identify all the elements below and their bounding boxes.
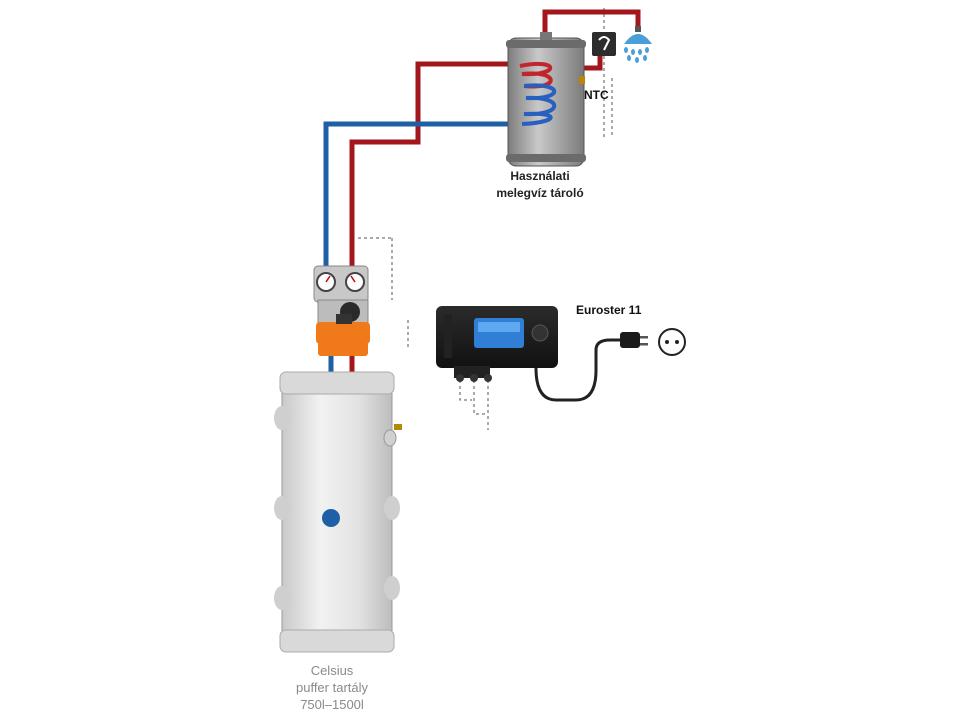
controller-label: Euroster 11 bbox=[576, 303, 642, 317]
buffer-tank bbox=[274, 371, 402, 653]
pump-group bbox=[313, 265, 370, 356]
shower-icon bbox=[624, 26, 652, 63]
buffer-tank-label-line2: puffer tartály bbox=[295, 680, 369, 695]
hot-water-tank bbox=[506, 32, 586, 167]
ntc-sensor-icon bbox=[579, 76, 585, 84]
buffer-tank-label: Celsius puffer tartály 750l–1500l bbox=[262, 662, 402, 713]
buffer-tank-label-line1: Celsius bbox=[310, 663, 354, 678]
mixing-valve bbox=[592, 32, 616, 56]
hot-water-tank-label: Használati melegvíz tároló bbox=[478, 168, 602, 202]
euroster-controller bbox=[436, 306, 558, 382]
power-cable bbox=[534, 338, 624, 402]
hot-pipes bbox=[349, 9, 641, 374]
buffer-tank-label-line3: 750l–1500l bbox=[300, 697, 364, 712]
power-plug-icon bbox=[620, 332, 648, 348]
wall-socket-icon bbox=[658, 328, 686, 356]
hot-water-tank-label-line1: Használati bbox=[510, 169, 570, 183]
ntc-label: NTC bbox=[584, 88, 609, 102]
tank-sensor-icon bbox=[394, 424, 402, 430]
thermometer-gauge-icon bbox=[316, 272, 365, 292]
hot-water-tank-label-line2: melegvíz tároló bbox=[496, 186, 584, 200]
dashed-signal-lines bbox=[358, 8, 613, 430]
